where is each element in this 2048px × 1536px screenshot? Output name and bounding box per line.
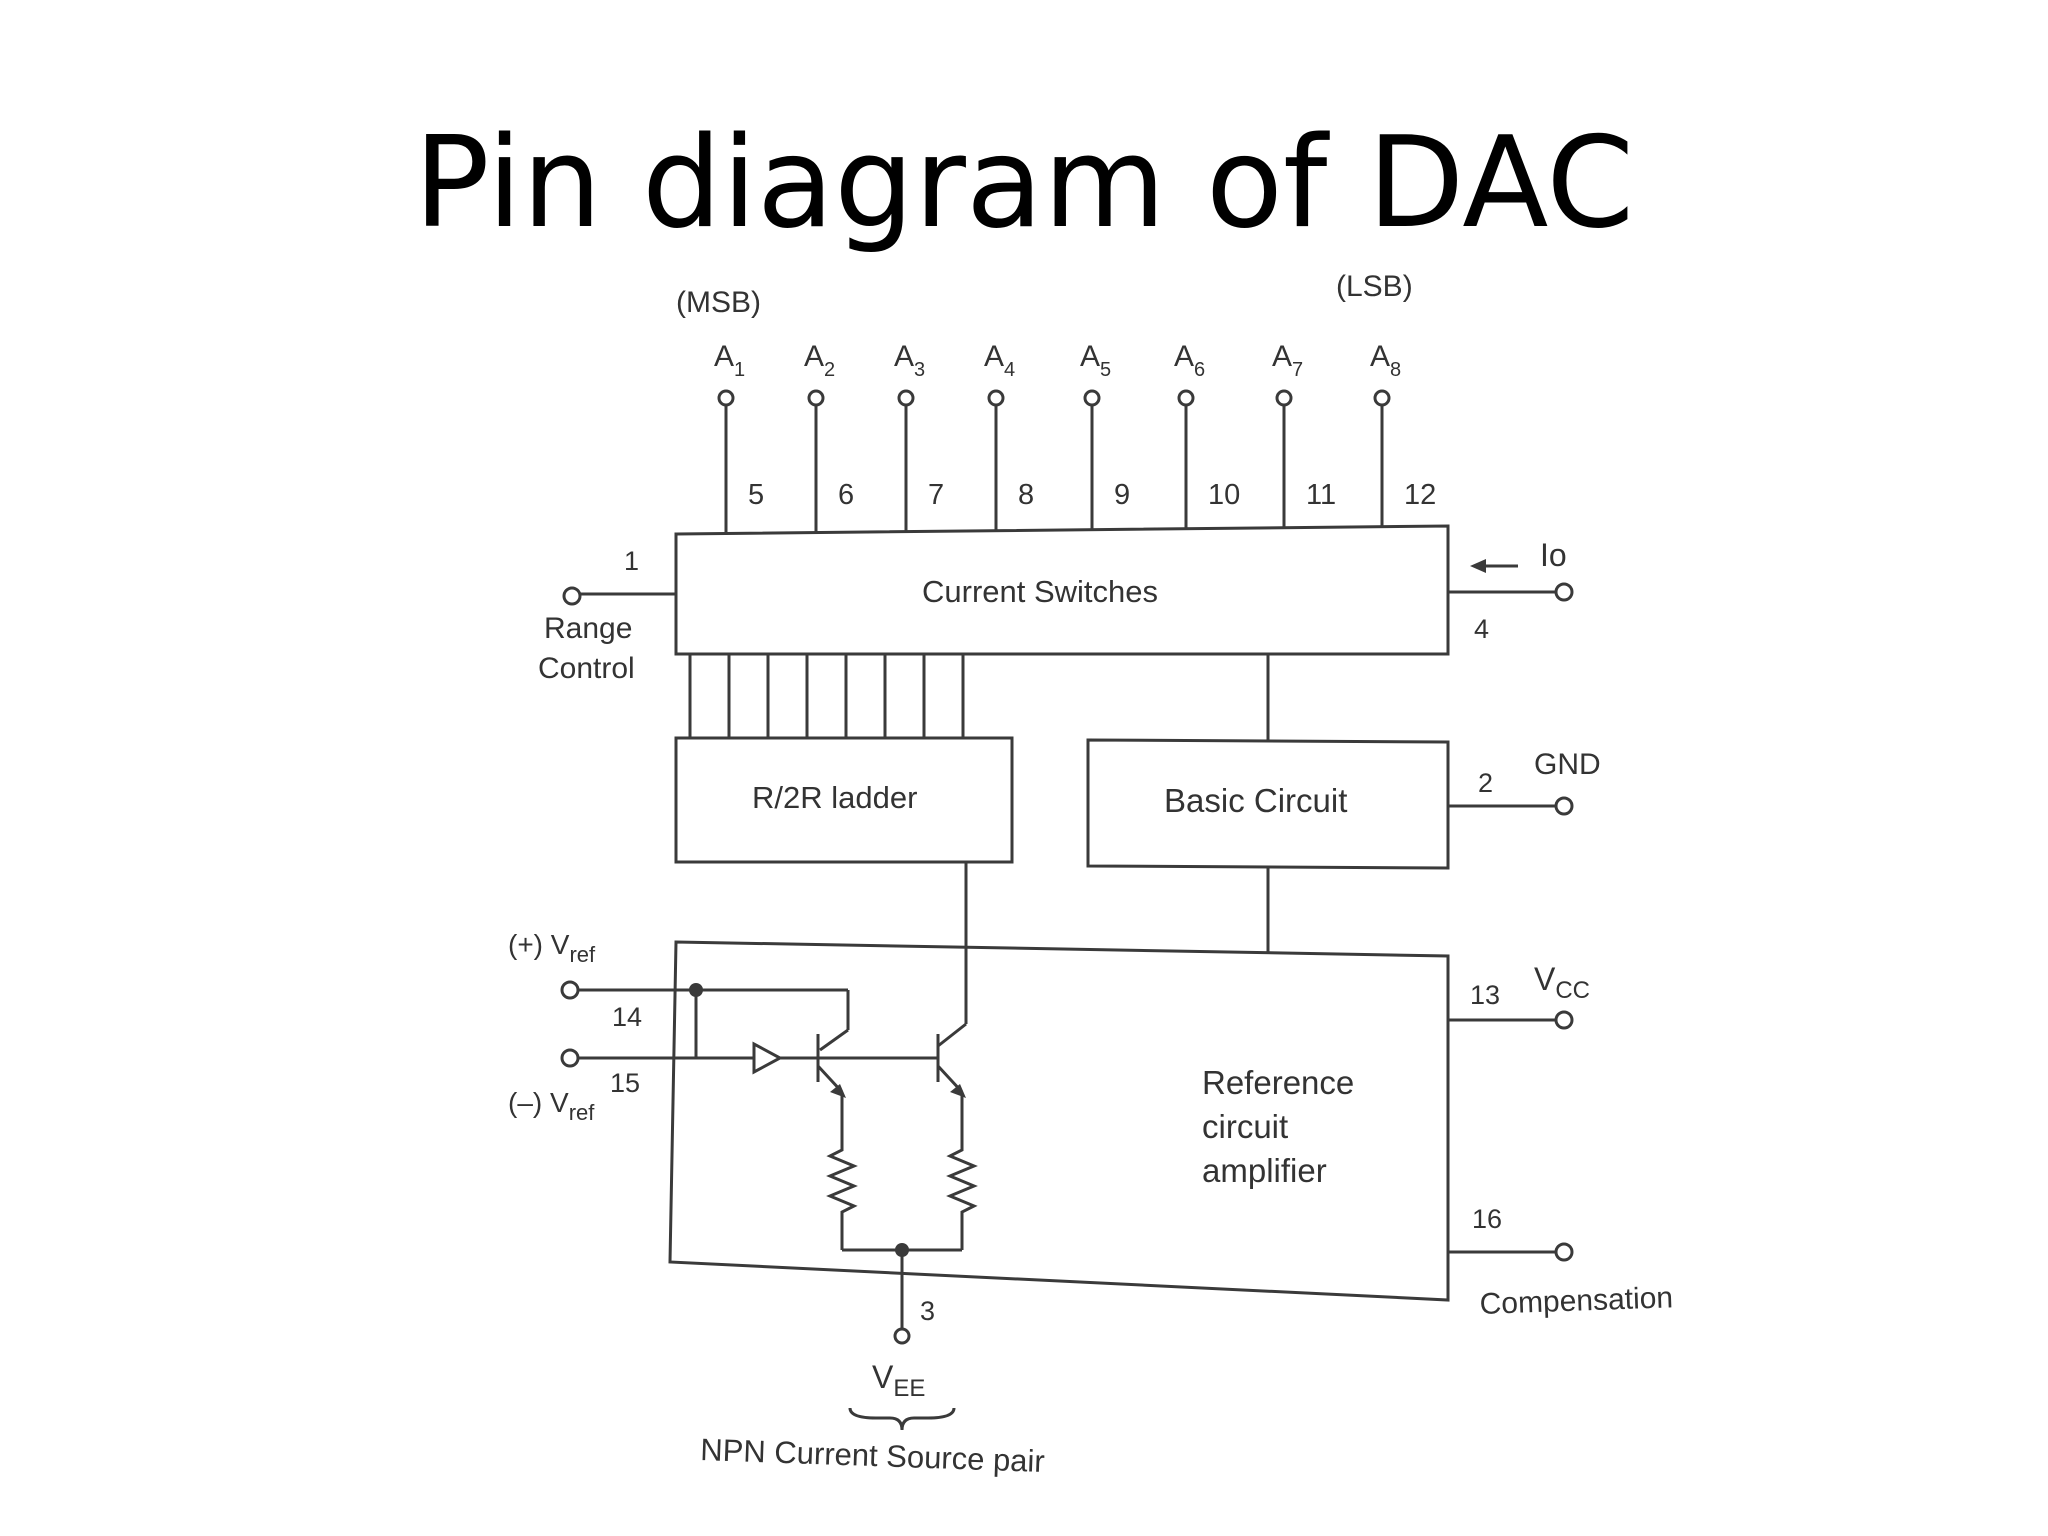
bit-pin-number: 6 [838,479,854,511]
gnd-label: GND [1534,748,1601,781]
pin-range-control: 1 Range Control [538,546,676,685]
reference-label-line-3: amplifier [1202,1152,1327,1189]
bit-pin-number: 10 [1208,479,1240,511]
reference-label-line-1: Reference [1202,1064,1354,1101]
bit-label: A7 [1272,340,1303,381]
vcc-label: VCC [1534,961,1590,1004]
reference-label-line-2: circuit [1202,1108,1288,1145]
diagram-caption: NPN Current Source pair [700,1432,1046,1479]
reference-amplifier-block: Reference circuit amplifier [668,940,1450,1302]
bit-pin-terminal [897,389,915,407]
bit-pin-terminal [1083,389,1101,407]
pin-gnd: GND 2 [1448,748,1601,816]
input-bit-4: A4 8 [984,340,1034,531]
pin-3-number: 3 [920,1296,935,1326]
vref-neg-label: (–) Vref [508,1087,595,1125]
io-label: Io [1540,537,1567,573]
pin-gnd-terminal [1554,796,1574,816]
bit-pin-terminal [807,389,825,407]
pin-vref-neg-terminal [560,1048,580,1068]
pin-vref-positive: (+) Vref 14 [508,929,696,1032]
pin-vcc: VCC 13 [1448,961,1590,1030]
msb-label: (MSB) [676,286,761,319]
pin-13-number: 13 [1470,980,1500,1010]
current-switches-block: Current Switches [674,524,1450,656]
pin-range-control-terminal [562,586,582,606]
basic-circuit-block: Basic Circuit [1086,738,1450,870]
bit-pin-number: 9 [1114,479,1130,511]
basic-circuit-label: Basic Circuit [1164,782,1347,819]
bit-pin-number: 8 [1018,479,1034,511]
input-bit-2: A2 6 [804,340,854,533]
bit-label: A1 [714,340,745,381]
bit-pin-number: 5 [748,479,764,511]
pin-vref-pos-terminal [560,980,580,1000]
r2r-ladder-label: R/2R ladder [752,780,917,815]
pin-vref-negative: 15 (–) Vref [508,1048,754,1125]
bit-pin-number: 12 [1404,479,1436,511]
bit-label: A5 [1080,340,1111,381]
range-control-label-line-2: Control [538,652,635,685]
bit-label: A2 [804,340,835,381]
lsb-label: (LSB) [1336,270,1413,303]
pin-compensation-terminal [1554,1242,1574,1262]
current-switches-label: Current Switches [922,574,1158,609]
bit-label: A3 [894,340,925,381]
pin-2-number: 2 [1478,768,1493,798]
pin-15-number: 15 [610,1068,640,1098]
input-bit-6: A6 10 [1174,340,1240,529]
pin-vee-terminal [893,1327,911,1345]
vee-label: VEE [872,1359,925,1402]
bit-pin-terminal [1373,389,1391,407]
bit-pin-number: 7 [928,479,944,511]
input-bit-3: A3 7 [894,340,944,532]
bit-label: A8 [1370,340,1401,381]
range-control-label-line-1: Range [544,612,632,645]
input-bit-1: A1 5 [714,340,764,534]
input-bit-pins: A1 5 A2 6 A3 7 A4 8 A5 9 A6 10 A7 11 A8 12 [714,340,1436,534]
input-bit-5: A5 9 [1080,340,1130,530]
brace [848,1407,956,1431]
r2r-ladder-block: R/2R ladder [674,736,1014,864]
bit-pin-terminal [987,389,1005,407]
bit-pin-number: 11 [1306,479,1336,511]
pin-vcc-terminal [1554,1010,1574,1030]
compensation-label: Compensation [1479,1281,1673,1321]
bit-pin-terminal [717,389,735,407]
pin-16-number: 16 [1472,1204,1502,1234]
input-bit-8: A8 12 [1370,340,1436,527]
pin-compensation: 16 Compensation [1448,1204,1674,1321]
slide-title: Pin diagram of DAC [413,109,1635,256]
bit-pin-terminal [1275,389,1293,407]
pin-14-number: 14 [612,1002,642,1032]
pin-io-terminal [1554,582,1574,602]
vref-pos-label: (+) Vref [508,929,596,967]
buffer-triangle [752,1041,784,1075]
resistor-left [826,1138,858,1250]
bit-label: A6 [1174,340,1205,381]
bit-pin-terminal [1177,389,1195,407]
npn-current-source-circuit: 3 VEE NPN Current Source pair [689,862,1045,1479]
ladder-connection-lines [688,654,965,738]
pin-1-number: 1 [624,546,639,576]
resistor-right [946,1138,978,1250]
bit-label: A4 [984,340,1015,381]
pin-io: Io 4 [1448,537,1574,644]
input-bit-7: A7 11 [1272,340,1336,528]
pin-4-number: 4 [1474,614,1489,644]
